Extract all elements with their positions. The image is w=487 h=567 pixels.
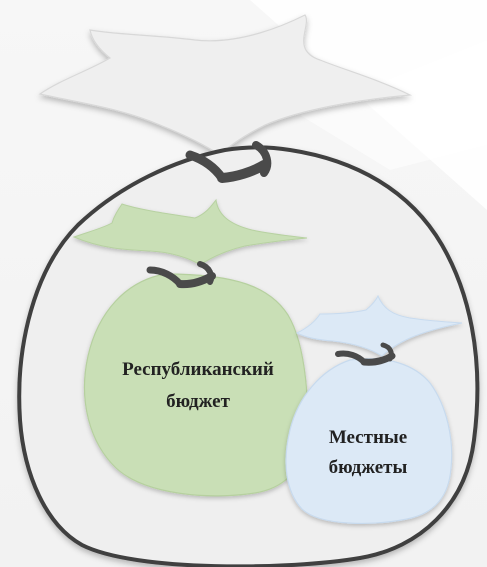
outer-tie bbox=[185, 141, 272, 183]
republican-bag-body bbox=[83, 273, 309, 497]
republican-bag-top bbox=[72, 198, 308, 266]
republican-tie bbox=[146, 261, 216, 289]
local-bag-body bbox=[285, 358, 453, 524]
republican-budget-bag bbox=[72, 198, 309, 497]
local-bag-top bbox=[295, 294, 463, 357]
local-budgets-label-line2: бюджеты bbox=[329, 457, 408, 478]
republican-budget-label-line1: Республиканский bbox=[122, 359, 274, 380]
local-budgets-bag bbox=[285, 294, 463, 524]
local-budgets-label-line1: Местные bbox=[329, 427, 407, 448]
background-accent-middle bbox=[300, 40, 487, 170]
republican-budget-label-line2: бюджет bbox=[166, 391, 231, 412]
outer-bag-top bbox=[38, 14, 413, 156]
local-tie bbox=[335, 342, 396, 366]
